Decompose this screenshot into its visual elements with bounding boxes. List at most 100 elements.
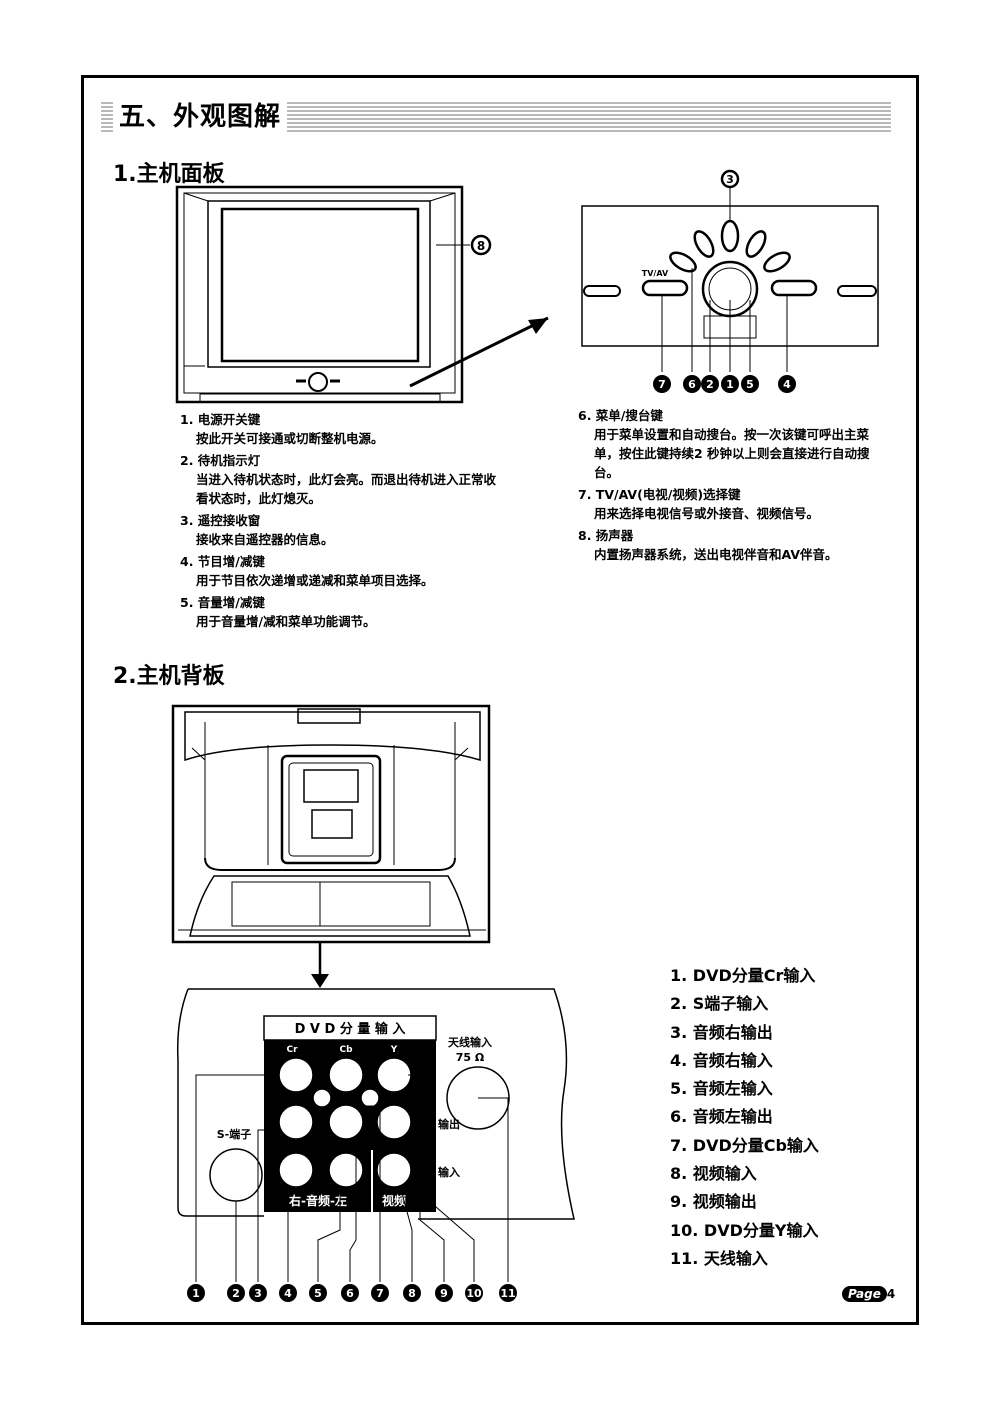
cb-jack[interactable]	[328, 1057, 364, 1093]
description-body: 用于菜单设置和自动搜台。按一次该键可呼出主菜单，按住此键持续2 秒钟以上则会直接…	[594, 427, 870, 480]
description-body: 内置扬声器系统，送出电视伴音和AV伴音。	[594, 547, 838, 562]
callout-circle	[683, 375, 701, 393]
control-panel-drawing	[581, 186, 879, 372]
callout-circle	[721, 375, 739, 393]
description-item: 3. 遥控接收窗接收来自遥控器的信息。	[180, 511, 500, 549]
callout-number: 3	[254, 1287, 262, 1300]
legend-item: 9. 视频输出	[670, 1192, 757, 1212]
callout-circle	[499, 1284, 517, 1302]
callout-badge: 6	[341, 1284, 359, 1302]
callout-number: 2	[232, 1287, 240, 1300]
y-jack[interactable]	[376, 1057, 412, 1093]
video-in-jack[interactable]	[376, 1152, 412, 1188]
legend-item: 3. 音频右输出	[670, 1022, 773, 1042]
antenna-label: 天线输入	[448, 1035, 492, 1049]
callout-number: 1	[192, 1287, 200, 1300]
cr-jack[interactable]	[278, 1057, 314, 1093]
audio-label: 右-音频-左	[288, 1193, 347, 1208]
callout-badge: 11	[499, 1284, 517, 1302]
callout-badge: 7	[371, 1284, 389, 1302]
audio-right-out-jack[interactable]	[278, 1104, 314, 1140]
callout-circle	[778, 375, 796, 393]
back-section-title: 2.主机背板	[113, 664, 225, 689]
callout-badge: 3	[720, 169, 740, 189]
arrow-head-icon	[528, 318, 548, 334]
s-terminal-jack[interactable]	[209, 1148, 263, 1202]
callout-number: 9	[440, 1287, 448, 1300]
legend-item: 2. S端子输入	[670, 994, 769, 1014]
description-body: 接收来自遥控器的信息。	[196, 532, 334, 547]
leader-lines	[195, 1074, 509, 1282]
callout-circle	[465, 1284, 483, 1302]
callout-number: 6	[346, 1287, 354, 1300]
callout-number: 11	[500, 1287, 515, 1300]
callout-number: 5	[746, 378, 754, 391]
callout-number: 10	[466, 1287, 482, 1300]
callout-number: 4	[783, 378, 791, 391]
description-body: 用于节目依次递增或递减和菜单项目选择。	[196, 573, 434, 588]
pin-hole	[360, 1088, 380, 1108]
front-section-title: 1.主机面板	[113, 162, 225, 187]
description-body: 用于音量增/减和菜单功能调节。	[196, 614, 376, 629]
arrow-down-icon	[311, 974, 329, 988]
input-label: 输入	[438, 1165, 460, 1179]
page-border	[81, 75, 919, 1325]
callout-circle	[227, 1284, 245, 1302]
callout-circle	[341, 1284, 359, 1302]
description-heading: 1. 电源开关键	[180, 412, 261, 427]
callout-circle	[435, 1284, 453, 1302]
callout-badge: 2	[701, 375, 719, 393]
callout-circle	[279, 1284, 297, 1302]
callout-badge: 1	[187, 1284, 205, 1302]
description-body: 用来选择电视信号或外接音、视频信号。	[594, 506, 820, 521]
description-heading: 4. 节目增/减键	[180, 554, 265, 569]
callout-3-label: 3	[726, 173, 734, 186]
callout-number: 4	[284, 1287, 292, 1300]
callout-badge: 4	[279, 1284, 297, 1302]
callout-number: 5	[314, 1287, 322, 1300]
callout-number: 2	[706, 378, 714, 391]
callout-number: 8	[408, 1287, 416, 1300]
legend-item: 8. 视频输入	[670, 1164, 757, 1184]
jacks	[209, 1057, 510, 1202]
dvd-component-header: D V D 分 量 输 入	[295, 1021, 406, 1037]
page-number: 4	[886, 1287, 896, 1301]
tv-av-key-label: TV/AV	[642, 269, 669, 278]
tv-front-drawing	[175, 185, 549, 404]
cb-label: Cb	[339, 1045, 353, 1055]
callout-badge: 5	[741, 375, 759, 393]
audio-right-in-jack[interactable]	[278, 1152, 314, 1188]
callout-badge: 6	[683, 375, 701, 393]
legend-item: 4. 音频右输入	[670, 1050, 773, 1070]
tv-back-drawing	[171, 704, 491, 978]
callout-badge: 2	[227, 1284, 245, 1302]
audio-left-out-jack[interactable]	[328, 1104, 364, 1140]
pin-hole	[312, 1088, 332, 1108]
description-item: 7. TV/AV(电视/视频)选择键用来选择电视信号或外接音、视频信号。	[578, 485, 890, 523]
legend-item: 11. 天线输入	[670, 1248, 768, 1268]
description-item: 2. 待机指示灯当进入待机状态时，此灯会亮。而退出待机进入正常收看状态时，此灯熄…	[180, 451, 500, 508]
callout-badge: 7	[653, 375, 671, 393]
antenna-impedance-label: 75 Ω	[456, 1051, 485, 1064]
cr-label: Cr	[286, 1045, 298, 1055]
description-heading: 6. 菜单/搜台键	[578, 408, 663, 423]
legend-item: 7. DVD分量Cb输入	[670, 1135, 819, 1155]
description-body: 按此开关可接通或切断整机电源。	[196, 431, 384, 446]
video-out-jack[interactable]	[376, 1104, 412, 1140]
video-label: 视频	[382, 1193, 406, 1208]
page-word: Page	[842, 1286, 887, 1302]
audio-left-in-jack[interactable]	[328, 1152, 364, 1188]
callout-badge: 10	[465, 1284, 483, 1302]
callout-badge: 1	[721, 375, 739, 393]
description-heading: 3. 遥控接收窗	[180, 513, 261, 528]
callout-badge: 9	[435, 1284, 453, 1302]
callout-number: 1	[726, 378, 734, 391]
callout-circle	[249, 1284, 267, 1302]
legend-item: 5. 音频左输入	[670, 1079, 773, 1099]
callout-badge: 8	[403, 1284, 421, 1302]
page-title: 五、外观图解	[113, 100, 288, 134]
